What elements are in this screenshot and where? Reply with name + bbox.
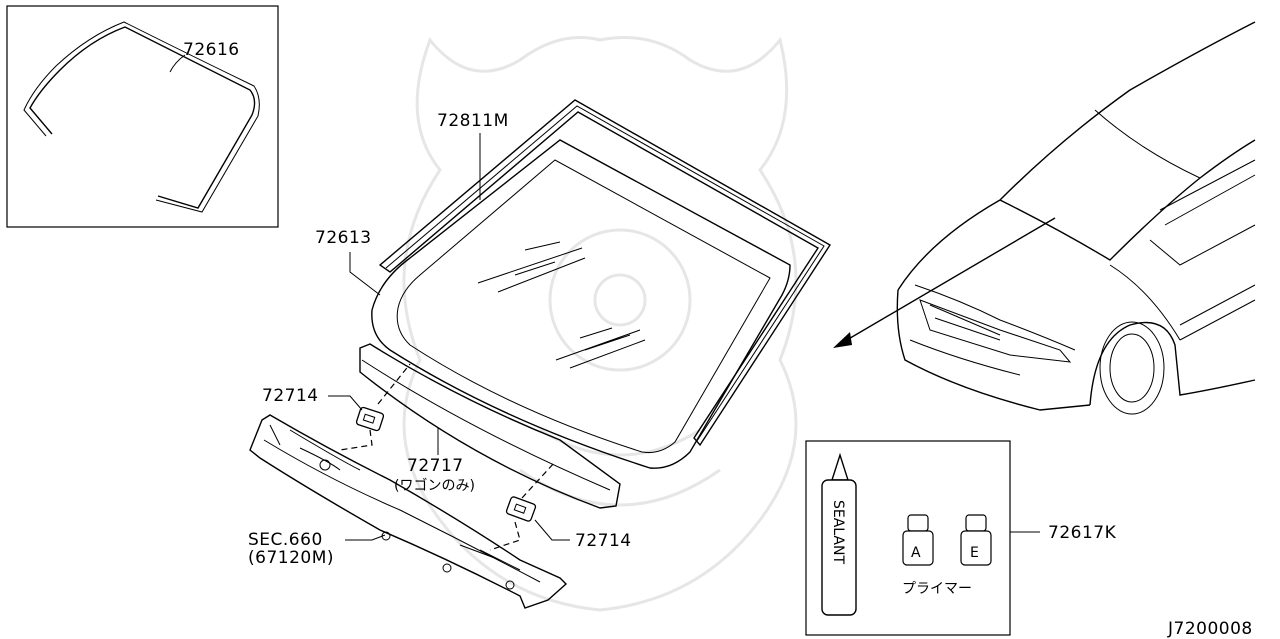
sealant-tube: SEALANT (821, 452, 857, 616)
cowl-top-panel: SEC.660 (67120M) (248, 414, 568, 609)
windshield-glass: 72613 (315, 139, 791, 469)
windshield-molding: 72811M (378, 99, 831, 447)
sealant-kit-box: 72617K SEALANT A E プライマー (805, 440, 1117, 636)
part-label-72714-left: 72714 (262, 386, 319, 406)
sealant-tube-label: SEALANT (830, 500, 846, 564)
primer-label: プライマー (902, 581, 972, 597)
fastener-left: 72714 (262, 363, 411, 451)
primer-bottle-a: A (902, 514, 934, 566)
primer-bottle-e: E (960, 514, 992, 566)
part-note-wagon-only: (ワゴンのみ) (394, 477, 475, 494)
part-label-72811M: 72811M (437, 111, 509, 131)
part-label-72616: 72616 (183, 40, 240, 60)
fastener-right: 72714 (489, 461, 632, 551)
part-label-72714-right: 72714 (575, 531, 632, 551)
part-label-sec660: SEC.660 (248, 530, 323, 550)
lower-seal: 72717 (ワゴンのみ) (359, 343, 621, 509)
part-label-72717: 72717 (407, 456, 464, 476)
molding-inset-box: 72616 (6, 5, 279, 228)
part-label-72617K: 72617K (1048, 523, 1117, 543)
part-label-72613: 72613 (315, 228, 372, 248)
primer-bottle-e-label: E (970, 545, 979, 561)
car-sketch (833, 21, 1256, 415)
diagram-code: J7200008 (1167, 619, 1253, 639)
watermark-emblem (402, 36, 798, 612)
primer-bottle-a-label: A (911, 545, 921, 561)
part-label-67120M: (67120M) (248, 548, 334, 568)
